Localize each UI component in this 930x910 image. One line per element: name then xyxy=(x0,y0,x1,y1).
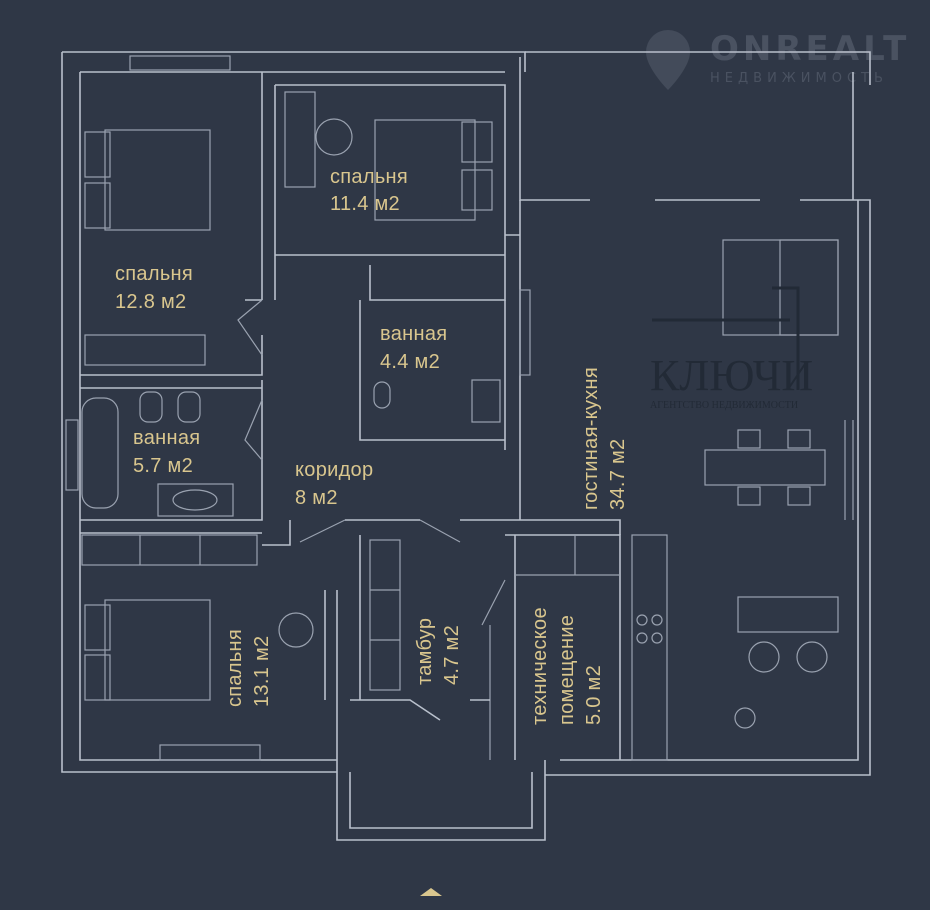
room-area-vestibule: 4.7 м2 xyxy=(441,625,463,685)
room-name-bedroom-3: спальня xyxy=(224,629,246,707)
room-area-bathroom-1: 4.4 м2 xyxy=(380,351,440,373)
room-name-vestibule: тамбур xyxy=(414,618,436,685)
kluchi-logo: КЛЮЧИ АГЕНТСТВО НЕДВИЖИМОСТИ xyxy=(650,286,813,411)
room-area-living-kitchen: 34.7 м2 xyxy=(607,439,629,510)
walls xyxy=(61,51,871,841)
room-name-bedroom-1: спальня xyxy=(330,166,408,188)
room-area-technical: 5.0 м2 xyxy=(583,665,605,725)
room-labels: спальня 11.4 м2 спальня 12.8 м2 ванная 4… xyxy=(115,166,629,725)
room-name-living-kitchen: гостиная-кухня xyxy=(580,367,602,510)
room-name-bathroom-2: ванная xyxy=(133,427,200,449)
watermark-subtitle: НЕДВИЖИМОСТЬ xyxy=(710,71,888,86)
room-area-bedroom-2: 12.8 м2 xyxy=(115,291,186,313)
room-area-bathroom-2: 5.7 м2 xyxy=(133,455,193,477)
entrance-arrow-icon xyxy=(420,888,442,896)
room-name-bedroom-2: спальня xyxy=(115,263,193,285)
room-area-bedroom-3: 13.1 м2 xyxy=(251,636,273,707)
room-name2-technical: помещение xyxy=(556,615,578,725)
room-name-bathroom-1: ванная xyxy=(380,323,447,345)
room-name-technical: техническое xyxy=(529,607,551,725)
onrealt-watermark: ONREALT НЕДВИЖИМОСТЬ xyxy=(646,29,910,90)
watermark-brand: ONREALT xyxy=(710,29,910,69)
logo-subtitle: АГЕНТСТВО НЕДВИЖИМОСТИ xyxy=(650,400,798,411)
logo-name: КЛЮЧИ xyxy=(650,351,813,400)
room-name-corridor: коридор xyxy=(295,459,373,481)
room-area-corridor: 8 м2 xyxy=(295,487,338,509)
room-area-bedroom-1: 11.4 м2 xyxy=(330,193,400,215)
house-pin-icon xyxy=(646,30,690,90)
